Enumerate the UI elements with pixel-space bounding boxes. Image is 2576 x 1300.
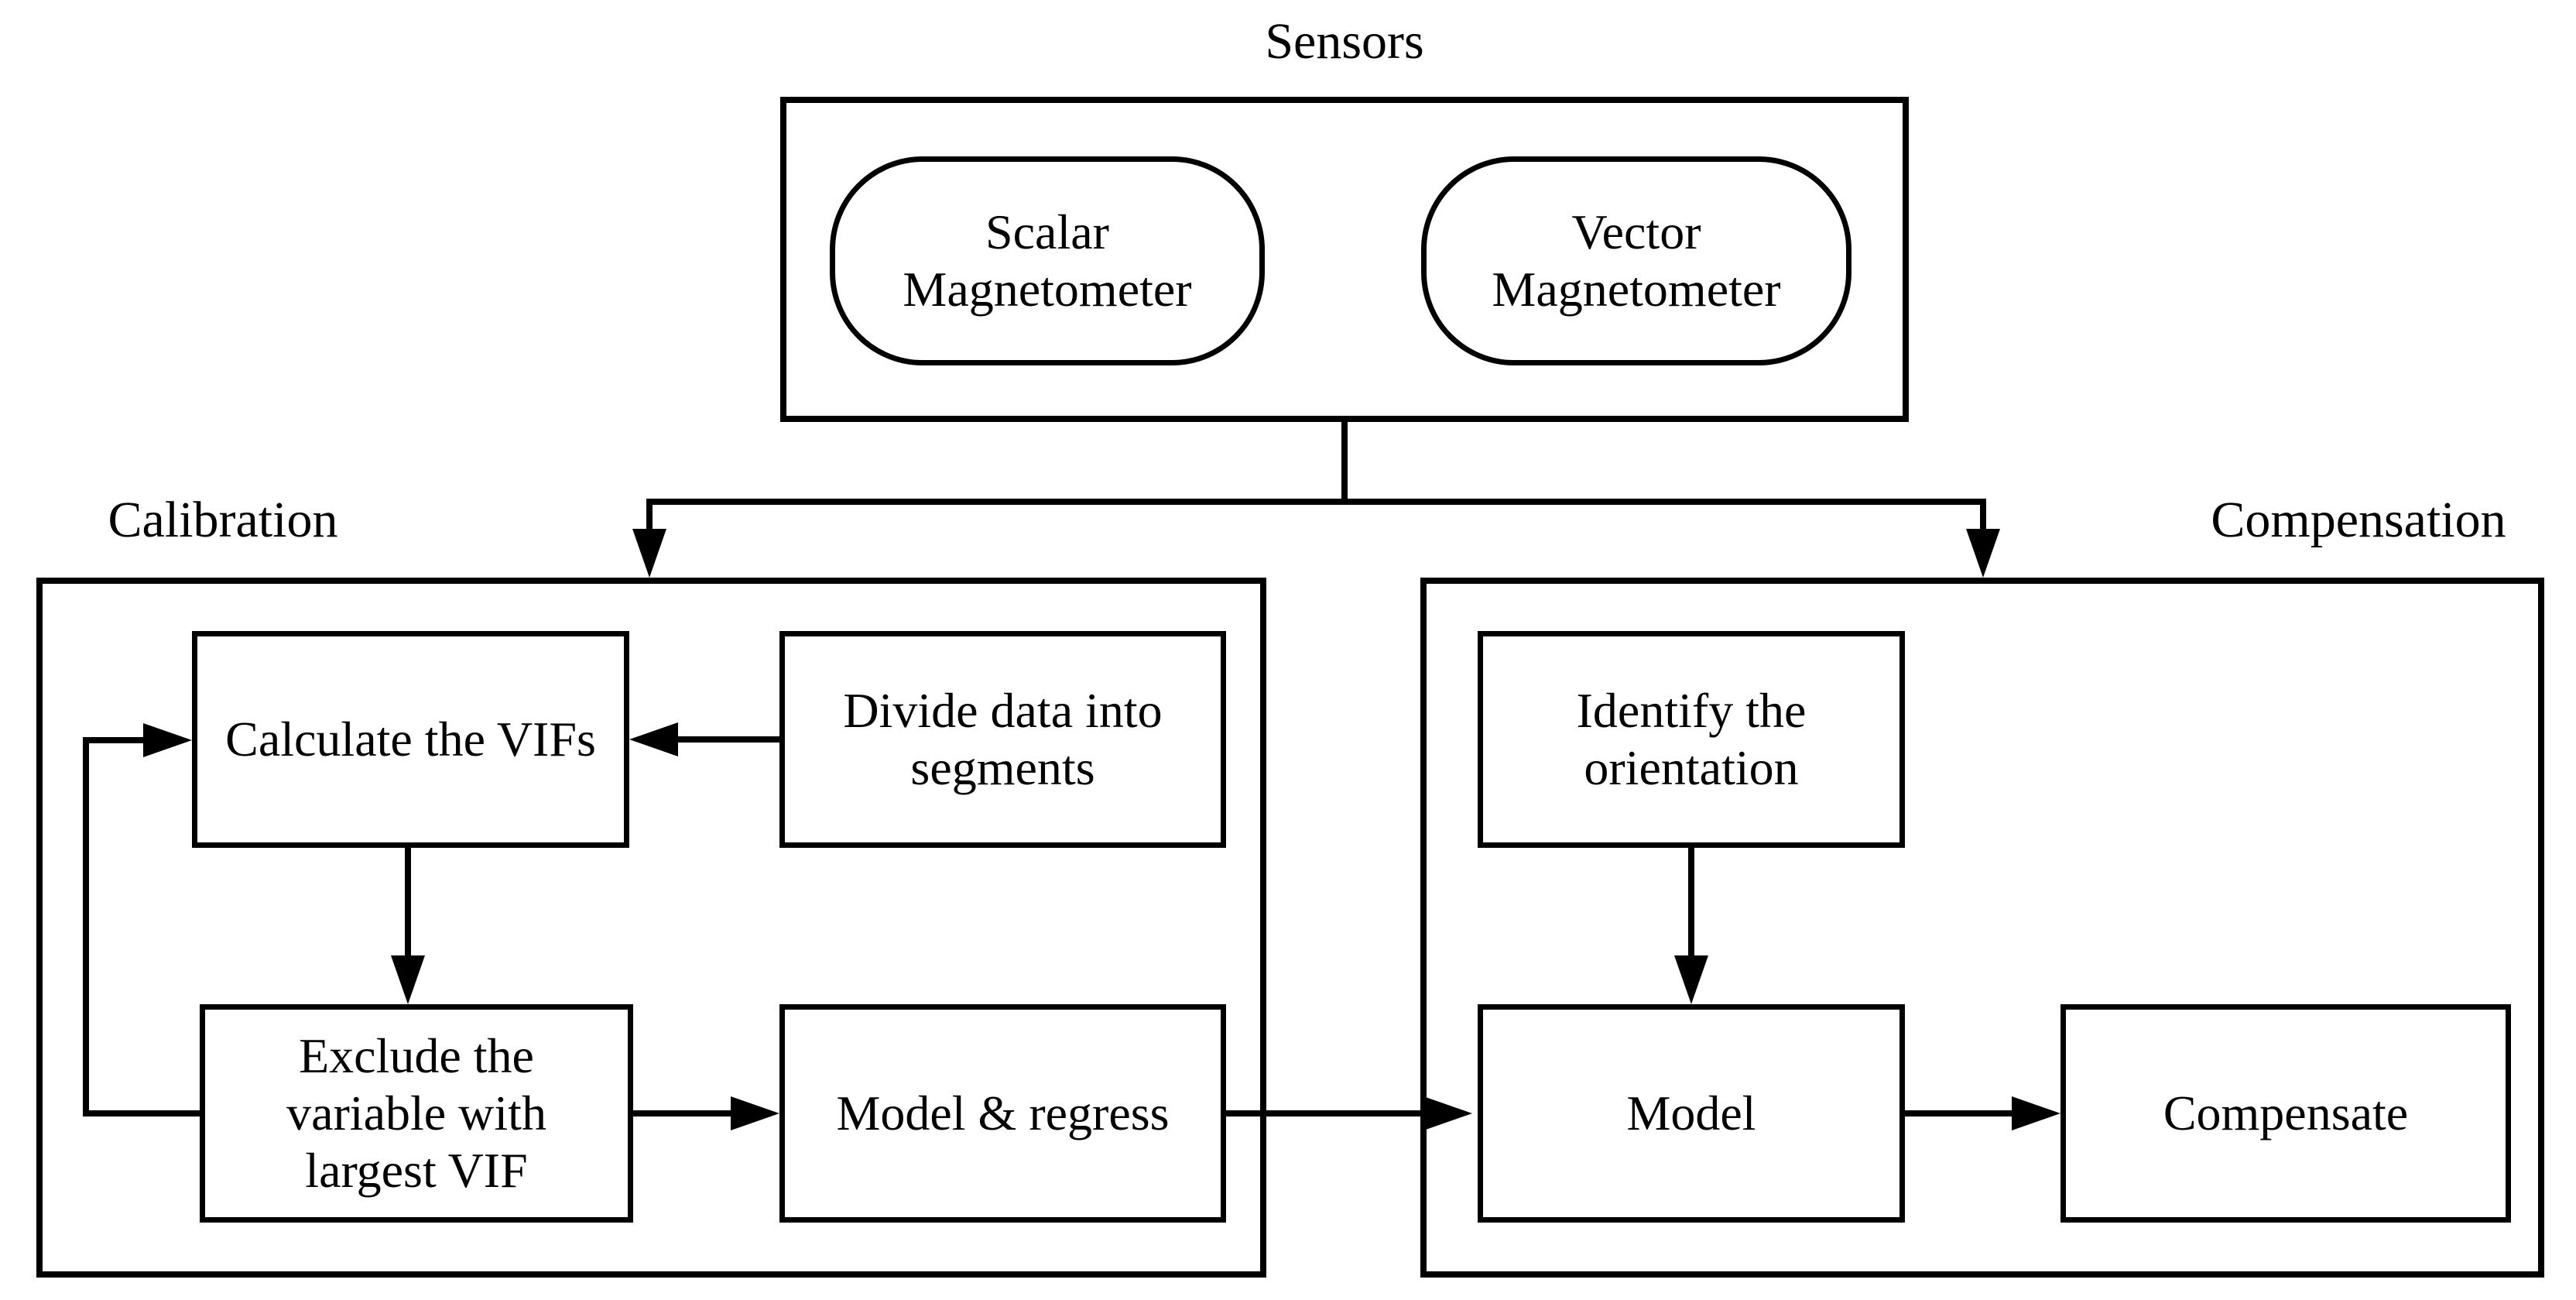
arrowhead-into-calculate-from-loop xyxy=(143,723,192,757)
node-scalar-magnetometer: Scalar Magnetometer xyxy=(830,156,1265,365)
node-exclude-variable: Exclude the variable with largest VIF xyxy=(200,1004,633,1223)
section-label-compensation: Compensation xyxy=(2211,492,2506,548)
section-label-sensors: Sensors xyxy=(1265,13,1424,70)
node-label-vector-magnetometer: Vector Magnetometer xyxy=(1492,204,1781,317)
arrowhead-into-compensation xyxy=(1966,529,2000,578)
node-label-compensate: Compensate xyxy=(2163,1085,2409,1141)
arrowhead-into-exclude xyxy=(391,955,425,1004)
node-label-divide-segments: Divide data into segments xyxy=(843,682,1163,795)
node-vector-magnetometer: Vector Magnetometer xyxy=(1421,156,1852,365)
arrowhead-into-modelregress xyxy=(731,1096,779,1130)
node-label-scalar-magnetometer: Scalar Magnetometer xyxy=(903,204,1192,317)
node-identify-orientation: Identify the orientation xyxy=(1478,631,1905,848)
node-label-model: Model xyxy=(1626,1085,1756,1141)
arrowhead-into-calibration xyxy=(632,529,666,578)
edge-exclude-to-calculate-loop xyxy=(83,737,200,1116)
edge-sensors-distributor xyxy=(646,499,1986,532)
calibration-container-box xyxy=(36,578,1266,1278)
node-label-model-regress: Model & regress xyxy=(836,1085,1170,1141)
node-calculate-vifs: Calculate the VIFs xyxy=(192,631,629,848)
arrowhead-into-calculate-from-divide xyxy=(629,722,678,756)
node-compensate: Compensate xyxy=(2060,1004,2511,1223)
node-model: Model xyxy=(1478,1004,1905,1223)
sensors-group-box xyxy=(780,97,1909,422)
arrowhead-into-model-from-identify xyxy=(1674,955,1708,1004)
node-label-calculate-vifs: Calculate the VIFs xyxy=(225,711,596,767)
compensation-container-box xyxy=(1420,578,2544,1278)
node-label-identify-orientation: Identify the orientation xyxy=(1576,682,1807,795)
arrowhead-into-model-from-modelregress xyxy=(1423,1096,1472,1130)
section-label-calibration: Calibration xyxy=(108,492,338,548)
node-divide-segments: Divide data into segments xyxy=(779,631,1226,848)
arrowhead-into-compensate xyxy=(2012,1096,2060,1130)
node-label-exclude-variable: Exclude the variable with largest VIF xyxy=(286,1027,546,1199)
node-model-regress: Model & regress xyxy=(779,1004,1226,1223)
